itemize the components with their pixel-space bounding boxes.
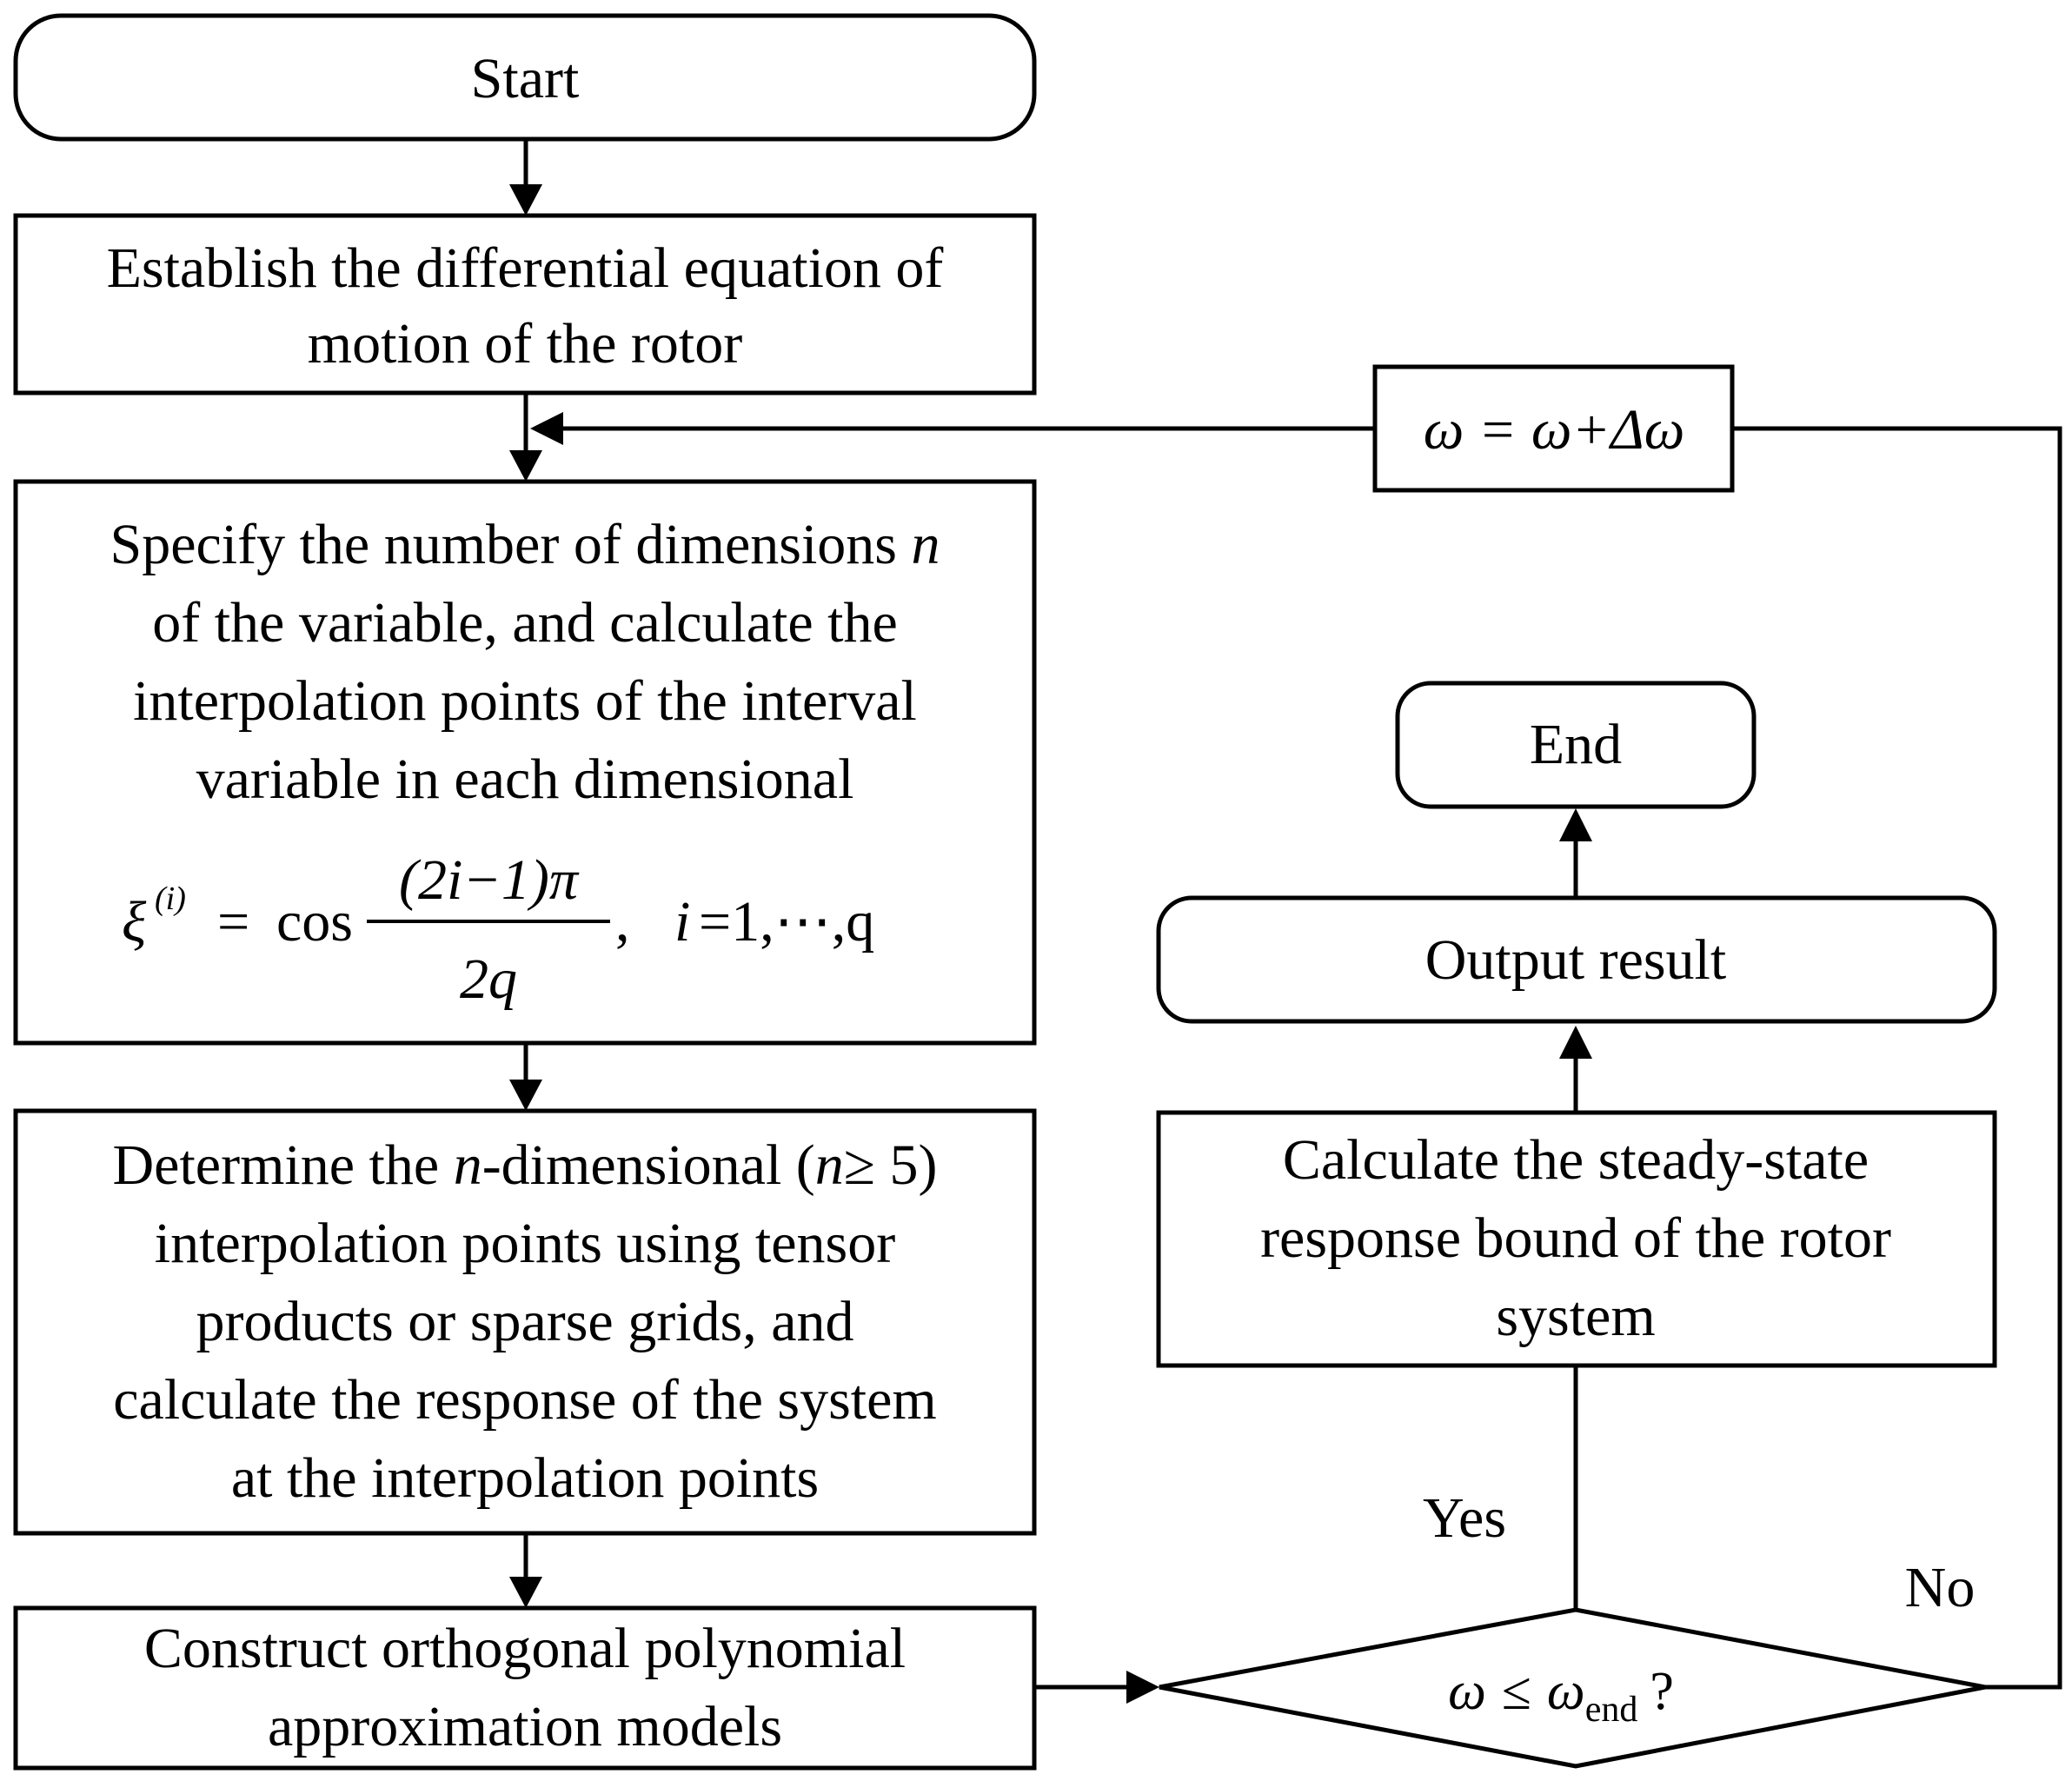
- determine-line-1-var2: n: [815, 1133, 844, 1197]
- decision-op: ≤: [1502, 1662, 1531, 1721]
- formula-func: cos: [276, 890, 353, 954]
- establish-node: Establish the differential equation of m…: [13, 213, 1037, 395]
- edge-construct-to-decision-head: [1126, 1671, 1159, 1704]
- start-label: Start: [471, 47, 580, 110]
- construct-line-2: approximation models: [268, 1695, 782, 1758]
- edge-increment-to-main-head: [530, 412, 563, 445]
- interpolation-formula: ξ (i) = cos (2i−1)π 2q , i =1,⋯,q: [122, 848, 874, 1011]
- determine-node: Determine the n-dimensional (n≥ 5) inter…: [13, 1108, 1037, 1536]
- edge-decision-no-loop: [1732, 426, 2062, 1690]
- specify-line-1-text: Specify the number of dimensions: [110, 513, 911, 576]
- decision-var: ω: [1448, 1662, 1486, 1721]
- determine-line-1: Determine the n-dimensional (n≥ 5): [113, 1133, 938, 1197]
- decision-subscript: end: [1585, 1690, 1638, 1730]
- formula-equals: =: [217, 890, 249, 954]
- specify-line-1: Specify the number of dimensions n: [110, 513, 940, 576]
- start-node: Start: [13, 13, 1037, 142]
- edge-establish-to-specify-head: [509, 450, 542, 482]
- edge-calculate-to-output-head: [1559, 1026, 1592, 1059]
- specify-line-3: interpolation points of the interval: [133, 669, 917, 733]
- end-label: End: [1530, 713, 1622, 776]
- determine-line-1-var: n: [454, 1133, 482, 1197]
- specify-line-1-var: n: [912, 513, 940, 576]
- edge-label-no: No: [1905, 1556, 1976, 1619]
- edge-start-to-establish-head: [509, 184, 542, 216]
- formula-denominator: 2q: [460, 947, 517, 1011]
- construct-node: Construct orthogonal polynomial approxim…: [13, 1605, 1037, 1771]
- output-label: Output result: [1425, 928, 1726, 992]
- calculate-line-3: system: [1496, 1285, 1655, 1348]
- specify-node: Specify the number of dimensions n of th…: [13, 479, 1037, 1046]
- determine-line-3: products or sparse grids, and: [196, 1290, 853, 1353]
- formula-lhs-superscript: (i): [155, 881, 186, 917]
- edge-determine-to-construct-head: [509, 1577, 542, 1608]
- formula-index: i: [674, 890, 690, 954]
- formula-range: =1,⋯,q: [699, 890, 874, 954]
- formula-separator: ,: [615, 890, 630, 954]
- determine-line-1-pre: Determine the: [113, 1133, 454, 1197]
- formula-lhs: ξ: [122, 890, 147, 954]
- determine-line-1-mid: -dimensional (: [482, 1133, 815, 1197]
- increment-node: ω = ω+Δω: [1372, 364, 1735, 493]
- formula-numerator: (2i−1)π: [399, 848, 580, 912]
- increment-label: ω = ω+Δω: [1424, 398, 1685, 462]
- specify-line-2: of the variable, and calculate the: [152, 591, 898, 655]
- end-node: End: [1395, 681, 1757, 809]
- construct-line-1: Construct orthogonal polynomial: [144, 1617, 906, 1680]
- determine-line-4: calculate the response of the system: [113, 1368, 937, 1432]
- connectors: [509, 139, 2062, 1704]
- determine-line-5: at the interpolation points: [231, 1446, 819, 1510]
- edge-output-to-end-head: [1559, 808, 1592, 841]
- calculate-line-2: response bound of the rotor: [1260, 1206, 1891, 1270]
- specify-line-4: variable in each dimensional: [196, 748, 854, 811]
- calculate-line-1: Calculate the steady-state: [1283, 1128, 1869, 1192]
- establish-line-2: motion of the rotor: [308, 312, 742, 375]
- determine-line-2: interpolation points using tensor: [155, 1212, 895, 1275]
- edge-specify-to-determine-head: [509, 1080, 542, 1111]
- calculate-node: Calculate the steady-state response boun…: [1156, 1110, 1997, 1368]
- decision-condition: ω≤ωend?: [1448, 1662, 1674, 1730]
- establish-line-1: Establish the differential equation of: [107, 236, 944, 300]
- output-node: Output result: [1156, 895, 1997, 1024]
- edge-label-yes: Yes: [1423, 1486, 1506, 1550]
- decision-suffix: ?: [1650, 1662, 1674, 1721]
- decision-node: ω≤ωend?: [1159, 1607, 1986, 1769]
- decision-var2: ω: [1547, 1662, 1585, 1721]
- determine-line-1-post: ≥ 5): [844, 1133, 938, 1197]
